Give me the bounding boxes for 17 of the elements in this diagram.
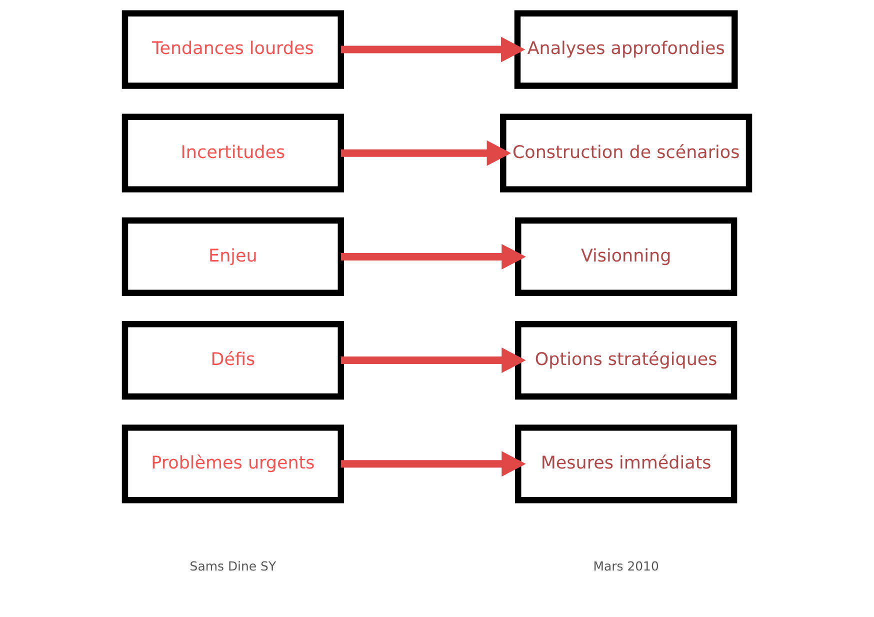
arrow — [340, 348, 526, 374]
label: Sams Dine SY — [190, 558, 276, 574]
node-box: Enjeu — [122, 217, 344, 296]
node-box: Visionning — [515, 217, 738, 296]
arrow — [340, 451, 526, 477]
node-box: Options stratégiques — [515, 320, 738, 400]
node-box: Incertitudes — [122, 114, 344, 192]
node-box: Construction de scénarios — [500, 114, 752, 192]
node-box: Mesures immédiats — [515, 424, 738, 504]
label: Mars 2010 — [593, 558, 659, 574]
node-box: Défis — [122, 320, 344, 400]
node-box: Problèmes urgents — [122, 424, 344, 504]
arrow — [340, 244, 526, 270]
node-box: Analyses approfondies — [514, 10, 738, 89]
arrow — [340, 140, 512, 166]
node-box: Tendances lourdes — [122, 10, 344, 89]
arrow — [340, 36, 526, 62]
